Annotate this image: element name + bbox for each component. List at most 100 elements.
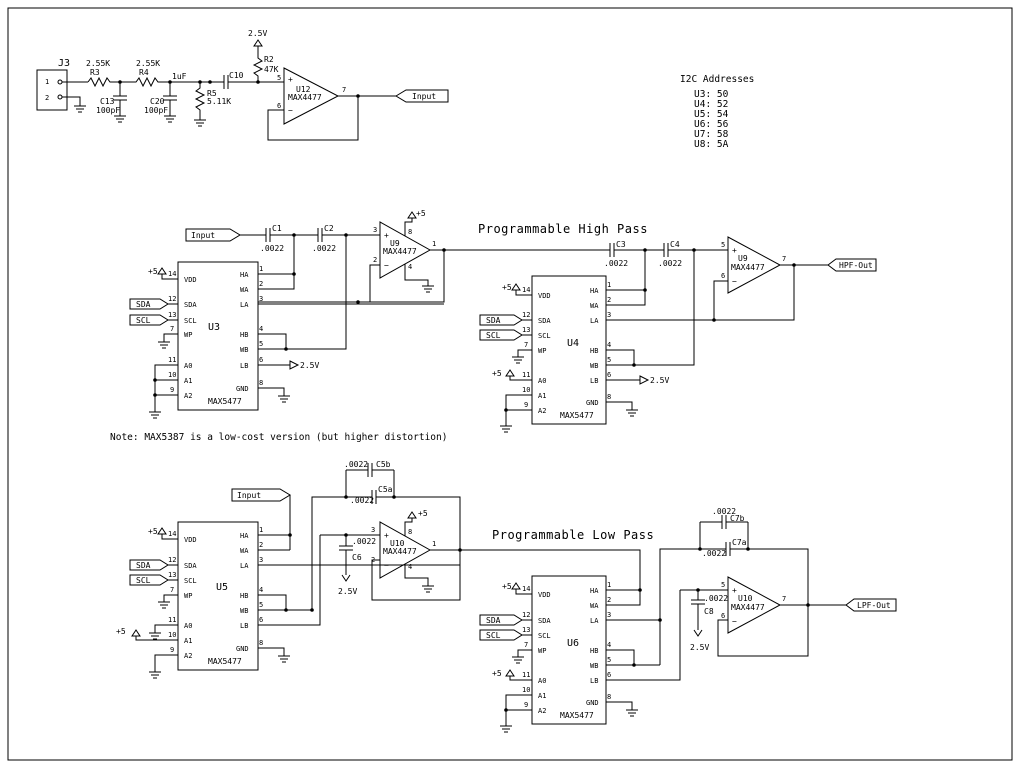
junction-dot	[658, 618, 662, 622]
wire	[616, 590, 681, 681]
pin-label: LB	[590, 677, 598, 685]
junction-dot	[153, 393, 157, 397]
u3-part: MAX5477	[208, 397, 242, 406]
wire	[713, 280, 728, 320]
pin-label: 3	[259, 556, 263, 564]
wire	[258, 534, 268, 649]
pin-label: WP	[538, 647, 546, 655]
c5a-ref: C5a	[378, 485, 393, 494]
c3-ref: C3	[616, 240, 626, 249]
pin-label: GND	[236, 385, 249, 393]
pin-label: LB	[240, 622, 248, 630]
pin-label: 2	[259, 280, 263, 288]
u10b-pin7: 7	[782, 595, 786, 603]
supply-p5-label: +5	[492, 669, 502, 678]
u10a-pin2: 2	[371, 556, 375, 564]
j3-connector	[36, 69, 68, 111]
ground-symbol	[512, 356, 524, 364]
u10b-opamp	[727, 576, 782, 634]
wire	[345, 470, 395, 497]
wire	[268, 594, 287, 610]
c8-capacitor	[691, 590, 705, 630]
c10-ref: C10	[229, 71, 244, 80]
i2c-address-table: I2C Addresses U3: 50 U4: 52 U5: 54 U6: 5…	[680, 74, 754, 150]
j3-label: J3	[58, 58, 70, 69]
pin-label: 3	[607, 611, 611, 619]
pin-label: LA	[240, 301, 249, 309]
r4-ref: R4	[139, 68, 149, 77]
pin-label: WA	[590, 602, 599, 610]
c10-capacitor	[223, 75, 229, 89]
wire	[168, 278, 178, 396]
u9a-ref: U9	[390, 239, 400, 248]
ground-symbol	[194, 119, 206, 127]
c10-value: 1uF	[172, 72, 187, 81]
i2c-row-u5: U5: 54	[694, 109, 729, 120]
supply-p5-label: +5	[418, 509, 428, 518]
supply-p5-label: +5	[116, 627, 126, 636]
c8-ref: C8	[704, 607, 714, 616]
pin-label: WA	[240, 547, 249, 555]
pin-label: 1	[607, 281, 611, 289]
pin-label: SDA	[184, 562, 197, 570]
u10a-ref: U10	[390, 539, 405, 548]
u6-ref: U6	[567, 638, 579, 649]
c13-ref: C13	[100, 97, 115, 106]
wire	[163, 594, 168, 602]
wire	[522, 294, 532, 411]
pin-label: SCL	[538, 332, 551, 340]
r2-ref: R2	[264, 55, 274, 64]
u10a-pin4: 4	[408, 563, 412, 571]
ground-symbol	[512, 656, 524, 664]
u5-part: MAX5477	[208, 657, 242, 666]
pin-label: SDA	[184, 301, 197, 309]
pin-label: GND	[236, 645, 249, 653]
supply-p5-label: +5	[148, 527, 158, 536]
pin-label: 7	[170, 586, 174, 594]
pin-label: HA	[240, 532, 249, 540]
pin-label: 8	[259, 639, 263, 647]
u10a-pin1: 1	[432, 540, 436, 548]
c5b-ref: C5b	[376, 460, 391, 469]
polarity-mark: −	[732, 617, 737, 626]
wire	[161, 534, 168, 540]
u5-ref: U5	[216, 582, 228, 593]
pin-label: 13	[168, 571, 176, 579]
pin-label: HA	[590, 287, 599, 295]
pin-label: 6	[259, 356, 263, 364]
pin-label: A1	[184, 377, 192, 385]
wire	[268, 235, 347, 350]
u9b-pin6: 6	[721, 272, 725, 280]
j3-pin-2-label: 2	[45, 94, 49, 102]
pin-label: SCL	[538, 632, 551, 640]
c7b-ref: C7b	[730, 514, 745, 523]
pin-label: 12	[522, 611, 530, 619]
c2-value: .0022	[312, 244, 336, 253]
pin-label: 12	[168, 556, 176, 564]
supply-arrow-icon	[341, 574, 351, 582]
pin-label: 2	[259, 541, 263, 549]
ground-symbol	[158, 341, 170, 349]
pin-label: 11	[168, 616, 176, 624]
u9a-pin2: 2	[373, 256, 377, 264]
sheet-border	[7, 7, 1013, 761]
pin-label: HB	[590, 347, 598, 355]
pin-label: A2	[538, 707, 546, 715]
wire	[404, 564, 429, 586]
c1-value: .0022	[260, 244, 284, 253]
u5-chip	[177, 521, 259, 671]
r4-resistor	[120, 76, 170, 88]
u9b-pin7: 7	[782, 255, 786, 263]
sda-port-flag	[479, 314, 523, 326]
wire	[616, 649, 660, 666]
input-port-flag	[185, 228, 241, 242]
pin-label: 12	[522, 311, 530, 319]
ground-symbol	[500, 425, 512, 433]
polarity-mark: −	[384, 261, 389, 270]
pin-label: 11	[522, 371, 530, 379]
low-pass-stage-2: .0022 C7b .0022 C7a .0022 C8 2.5V + − U1…	[460, 507, 897, 733]
polarity-mark: +	[732, 246, 737, 255]
